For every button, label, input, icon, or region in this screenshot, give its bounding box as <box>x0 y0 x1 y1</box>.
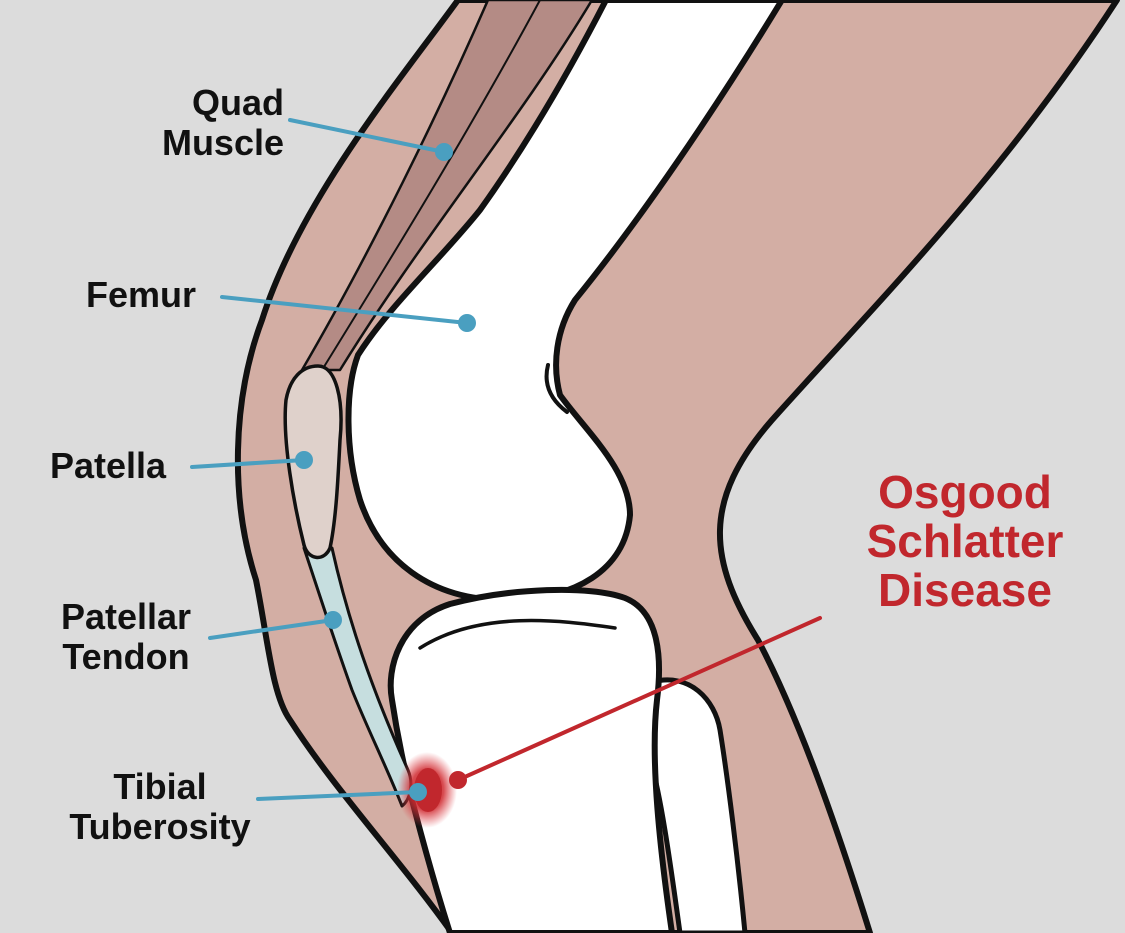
tibial-tuberosity-dot <box>409 783 427 801</box>
femur-dot <box>458 314 476 332</box>
quad-muscle-leader <box>288 118 446 154</box>
disease-dot <box>449 771 467 789</box>
inflammation-core <box>414 768 442 812</box>
femur-leader <box>220 295 469 325</box>
disease-label: Osgood Schlatter Disease <box>866 466 1064 616</box>
tibial-tuberosity-label: Tibial Tuberosity <box>69 766 251 848</box>
quad-muscle-inner-line <box>321 0 541 371</box>
patellar-tendon-dot <box>324 611 342 629</box>
quad-muscle-dot <box>435 143 453 161</box>
tibia-plateau-line <box>418 618 617 650</box>
femur-notch <box>544 363 569 414</box>
leader-lines <box>190 118 469 801</box>
quad-muscle-label: Quad Muscle <box>161 82 284 164</box>
femur-label: Femur <box>86 274 197 315</box>
patellar-tendon-label: Patellar Tendon <box>60 596 192 678</box>
patella-label: Patella <box>50 445 167 486</box>
patella-shape <box>283 364 343 560</box>
quad-muscle-shape <box>300 0 594 372</box>
tibia-shape <box>387 586 675 933</box>
patellar-tendon-leader <box>208 618 335 640</box>
patella-dot <box>295 451 313 469</box>
leader-dots <box>295 143 476 801</box>
disease-leader <box>456 616 822 782</box>
patella-leader <box>190 458 306 469</box>
tibial-tuberosity-leader <box>256 790 420 801</box>
